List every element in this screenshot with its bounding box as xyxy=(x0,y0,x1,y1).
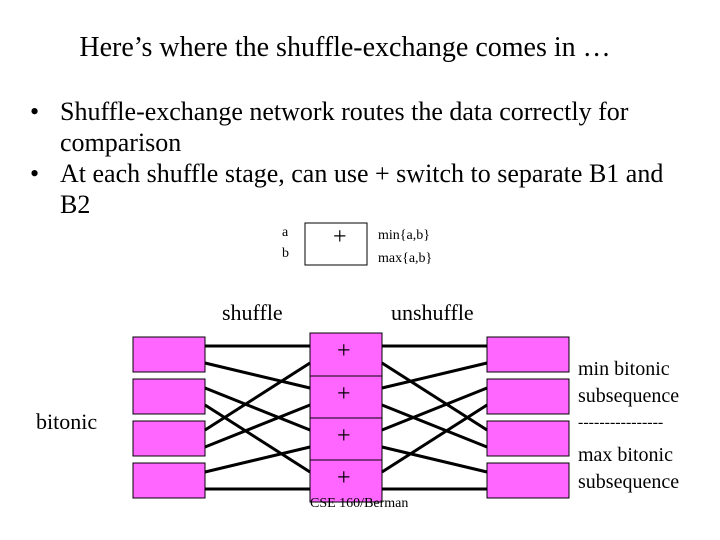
switch-box-1 xyxy=(309,332,383,377)
max-bitonic-line-2: subsequence xyxy=(578,471,680,493)
min-bitonic-line-2: subsequence xyxy=(578,385,680,407)
unshuffle-wire xyxy=(381,403,488,474)
unshuffle-wire xyxy=(381,445,488,474)
footer-credit: CSE 160/Berman xyxy=(310,496,409,511)
divider-line: ---------------- xyxy=(578,414,664,431)
switch-box-4 xyxy=(309,459,383,503)
output-box-1 xyxy=(486,336,570,373)
bitonic-label: bitonic xyxy=(36,409,98,434)
unshuffle-label: unshuffle xyxy=(391,300,474,325)
input-box-4 xyxy=(132,462,206,499)
output-boxes xyxy=(486,336,570,499)
bullet-dot: • xyxy=(30,159,40,188)
switch-plus-3: + xyxy=(337,423,351,449)
bullet-text-1: Shuffle-exchange network routes the data… xyxy=(60,97,629,157)
unshuffle-wire xyxy=(381,386,488,432)
switch-plus-1: + xyxy=(337,338,351,364)
min-bitonic-line-1: min bitonic xyxy=(578,358,670,380)
unshuffle-wire xyxy=(381,361,488,432)
input-box-2 xyxy=(132,378,206,415)
switch-input-b: b xyxy=(282,246,289,261)
switch-column xyxy=(309,332,383,503)
shuffle-wire xyxy=(204,445,311,474)
switch-plus-4: + xyxy=(337,465,351,491)
switch-input-a: a xyxy=(282,225,289,240)
switch-plus-2: + xyxy=(337,381,351,407)
shuffle-wire xyxy=(204,386,311,432)
unshuffle-wire xyxy=(381,361,488,390)
switch-output-min: min{a,b} xyxy=(378,228,430,243)
output-box-3 xyxy=(486,420,570,457)
max-bitonic-line-1: max bitonic xyxy=(578,444,673,466)
input-box-3 xyxy=(132,420,206,457)
shuffle-wire xyxy=(204,361,311,432)
example-switch-box xyxy=(304,222,368,266)
unshuffle-wire xyxy=(381,403,488,449)
output-box-2 xyxy=(486,378,570,415)
slide-title: Here’s where the shuffle-exchange comes … xyxy=(79,32,611,63)
shuffle-wires xyxy=(204,344,311,491)
example-switch-plus: + xyxy=(333,224,347,250)
switch-box-3 xyxy=(309,417,383,461)
bullet-text-2: At each shuffle stage, can use + switch … xyxy=(60,159,664,219)
input-boxes xyxy=(132,336,206,499)
bullet-item-2: • At each shuffle stage, can use + switc… xyxy=(30,158,690,220)
bullet-dot: • xyxy=(30,97,40,126)
output-box-4 xyxy=(486,462,570,499)
shuffle-wire xyxy=(204,403,311,449)
switch-box-2 xyxy=(309,375,383,419)
input-box-1 xyxy=(132,336,206,373)
shuffle-wire xyxy=(204,403,311,474)
unshuffle-wires xyxy=(381,344,488,491)
bullet-list: • Shuffle-exchange network routes the da… xyxy=(30,96,690,220)
shuffle-wire xyxy=(204,361,311,390)
bullet-item-1: • Shuffle-exchange network routes the da… xyxy=(30,96,690,158)
shuffle-label: shuffle xyxy=(222,300,283,325)
switch-output-max: max{a,b} xyxy=(378,251,433,266)
